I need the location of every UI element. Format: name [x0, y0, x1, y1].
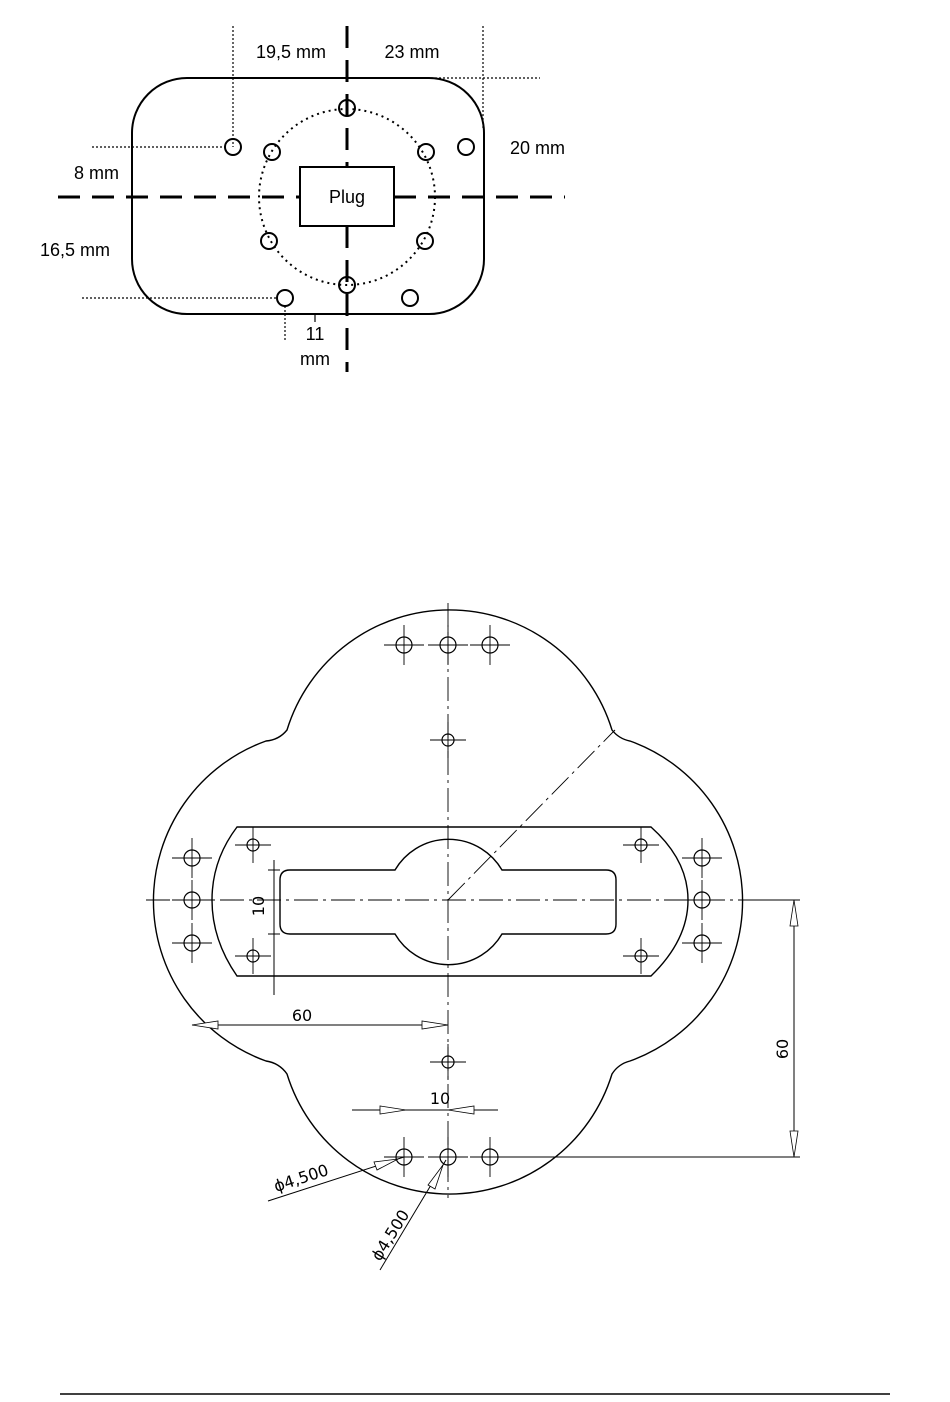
- hole: [458, 139, 474, 155]
- dim-left-2: 16,5 mm: [40, 240, 110, 260]
- arrow: [448, 1106, 474, 1114]
- arrow: [790, 900, 798, 926]
- dim-bottom-2: mm: [300, 349, 330, 369]
- dim-bottom-1: 11: [306, 324, 325, 344]
- arrow: [790, 1131, 798, 1157]
- arrow: [428, 1165, 443, 1189]
- dim-right-top: 23 mm: [384, 42, 439, 62]
- dim-left-1: 8 mm: [74, 163, 119, 183]
- clover-plate-diagram: 10 60 60 10 ϕ4,500 ϕ4,500: [146, 603, 800, 1270]
- dim-hole-spacing: 10: [430, 1089, 450, 1108]
- mounting-plate-diagram: Plug 19,5 mm 23 mm 20 mm 8 mm 16,5 mm 11…: [40, 26, 565, 372]
- hole: [277, 290, 293, 306]
- hole: [402, 290, 418, 306]
- hole: [264, 144, 280, 160]
- diagonal-centerline: [448, 730, 615, 900]
- dim-slot-height: 10: [249, 896, 268, 916]
- arrow: [380, 1106, 406, 1114]
- dim-hole-dia-2: ϕ4,500: [367, 1206, 413, 1264]
- hole: [417, 233, 433, 249]
- arrow: [422, 1021, 448, 1029]
- arrow: [374, 1159, 398, 1170]
- dim-horizontal: 60: [292, 1006, 312, 1025]
- plug-label: Plug: [329, 187, 365, 207]
- dim-left-top: 19,5 mm: [256, 42, 326, 62]
- dim-right: 20 mm: [510, 138, 565, 158]
- dim-vertical: 60: [773, 1039, 792, 1059]
- hole: [261, 233, 277, 249]
